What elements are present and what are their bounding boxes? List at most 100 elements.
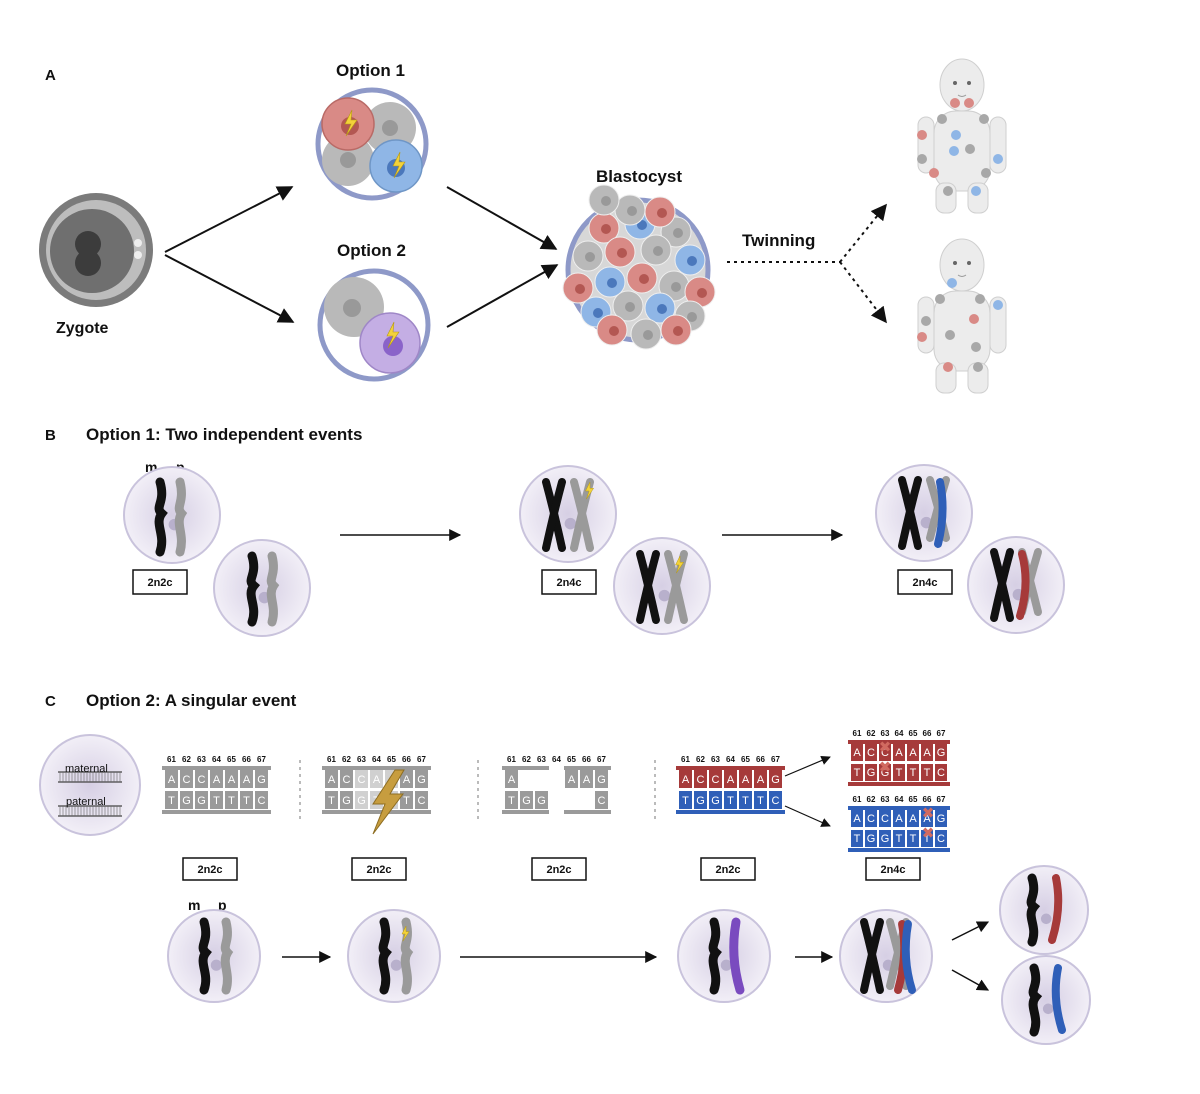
base-letter: T — [727, 795, 734, 807]
cell-nucleolus — [390, 959, 402, 971]
base-letter: T — [228, 795, 235, 807]
base-letter: C — [343, 774, 351, 786]
base-letter: G — [937, 813, 946, 825]
dna-position: 62 — [867, 795, 876, 804]
base-bottom — [879, 830, 891, 847]
dna-position: 64 — [895, 729, 904, 738]
base-bottom — [180, 791, 193, 809]
base-bottom — [225, 791, 238, 809]
dna-position: 62 — [696, 755, 705, 764]
base-top — [851, 810, 863, 827]
base-bottom — [851, 764, 863, 781]
base-top — [325, 770, 338, 788]
bolt-icon — [675, 555, 685, 574]
blastocyst-cell-nucleus — [653, 246, 663, 256]
blastocyst-cell-nucleus — [625, 302, 635, 312]
base-letter: A — [168, 774, 176, 786]
bolt-icon — [401, 925, 410, 942]
dsb-bolt-icon — [372, 769, 405, 835]
dna-position: 65 — [909, 795, 918, 804]
mosaic-spot — [969, 314, 979, 324]
mosaic-spot — [917, 130, 927, 140]
cell-nucleolus — [1042, 1003, 1054, 1015]
base-letter: A — [923, 813, 931, 825]
dna-position: 63 — [881, 729, 890, 738]
base-letter: A — [228, 774, 236, 786]
base-letter: C — [712, 774, 720, 786]
option1-label: Option 1 — [336, 61, 405, 80]
dna-position: 62 — [522, 755, 531, 764]
dna-position: 66 — [923, 729, 932, 738]
base-top — [195, 770, 208, 788]
ploidy-c4: 2n2c — [715, 864, 740, 876]
base-top — [893, 810, 905, 827]
arrow-zygote-option1 — [164, 186, 294, 253]
blastocyst-cell-nucleus — [673, 326, 683, 336]
base-letter: T — [168, 795, 175, 807]
ploidy-box-c4 — [700, 857, 756, 881]
dna-position: 66 — [923, 795, 932, 804]
cell — [839, 909, 933, 1003]
cell — [167, 909, 261, 1003]
maternal-label-c: m — [188, 897, 200, 913]
base-bottom — [739, 791, 752, 809]
mosaic-spot — [929, 168, 939, 178]
base-top — [893, 744, 905, 761]
chromatid — [926, 476, 950, 542]
base-top — [565, 770, 578, 788]
blastocyst-cell-nucleus — [687, 256, 697, 266]
base-letter: C — [937, 767, 945, 779]
bolt-icon — [386, 321, 400, 349]
base-top — [879, 744, 891, 761]
base-letter: A — [742, 774, 750, 786]
blastocyst-cell-nucleus — [601, 224, 611, 234]
blastocyst-label: Blastocyst — [596, 167, 682, 186]
base-bottom — [520, 791, 533, 809]
chromosome — [246, 551, 261, 627]
base-letter: T — [682, 795, 689, 807]
cell — [519, 465, 617, 563]
dna-backbone-bottom — [848, 848, 950, 852]
panel-b-label: B — [45, 427, 56, 444]
base-letter: A — [895, 747, 903, 759]
arrow-c4-down — [951, 969, 990, 991]
mosaic-spot — [993, 154, 1003, 164]
mosaic-spot — [965, 144, 975, 154]
base-top — [865, 810, 877, 827]
chromatid-recombined — [1048, 874, 1063, 944]
base-letter: T — [757, 795, 764, 807]
dna-position: 61 — [327, 755, 336, 764]
base-bottom — [879, 764, 891, 781]
base-top — [754, 770, 767, 788]
base-letter: A — [895, 813, 903, 825]
blastocyst-cell-nucleus — [643, 330, 653, 340]
dna-position: 62 — [867, 729, 876, 738]
base-bottom — [400, 791, 413, 809]
base-top — [724, 770, 737, 788]
base-bottom — [165, 791, 178, 809]
base-letter: G — [696, 795, 705, 807]
base-top — [935, 744, 947, 761]
dna-position: 65 — [741, 755, 750, 764]
base-bottom — [679, 791, 692, 809]
mismatch-x-icon: ✖ — [922, 825, 935, 842]
dna-backbone-top — [322, 766, 431, 770]
dna-position: 61 — [507, 755, 516, 764]
ploidy-c3: 2n2c — [546, 864, 571, 876]
chromosome — [198, 917, 212, 995]
base-letter: C — [881, 813, 889, 825]
chromosome — [220, 917, 234, 995]
base-bottom — [907, 830, 919, 847]
dna-position: 67 — [771, 755, 780, 764]
cell-nucleolus — [1040, 913, 1052, 925]
dna-position: 66 — [756, 755, 765, 764]
base-top — [907, 744, 919, 761]
base-letter: C — [258, 795, 266, 807]
base-bottom — [893, 764, 905, 781]
option1-embryo — [315, 87, 429, 201]
dna-position: 63 — [197, 755, 206, 764]
dna-position: 65 — [227, 755, 236, 764]
mosaic-spot — [971, 342, 981, 352]
chromatid — [636, 550, 660, 624]
